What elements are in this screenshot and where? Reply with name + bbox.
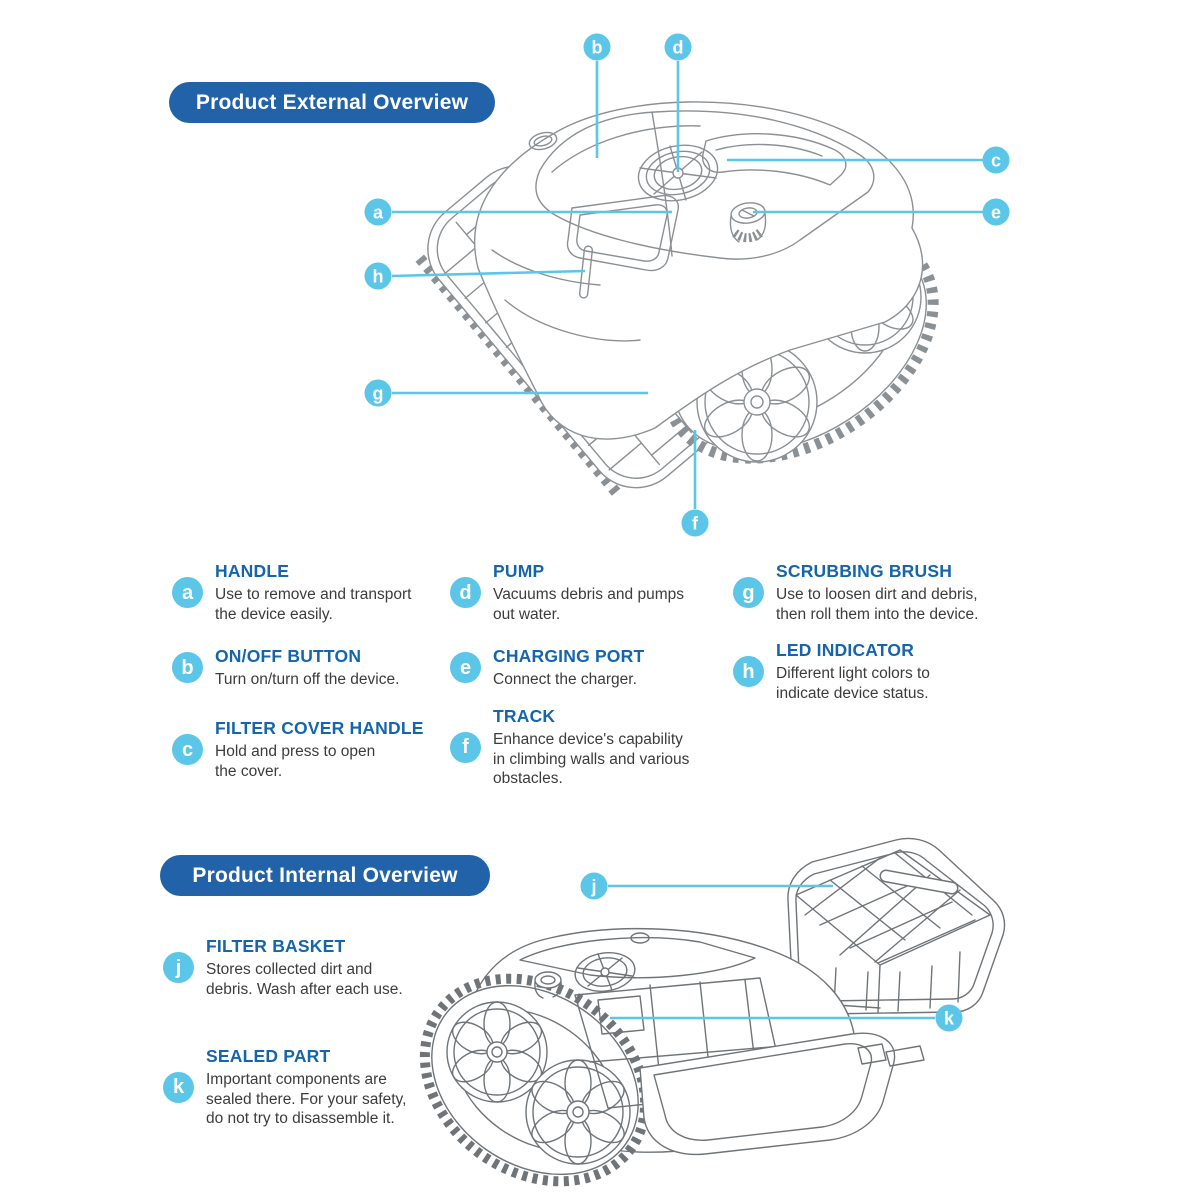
legend-desc-track: Enhance device's capability in climbing … [493, 731, 690, 787]
diagram-callout-e: e [982, 198, 1010, 226]
legend-title-pump: PUMP [493, 561, 545, 581]
legend-item-track: f TRACK Enhance device's capability in c… [450, 706, 689, 789]
legend-item-led-indicator: h LED INDICATOR Different light colors t… [733, 640, 930, 703]
internal-pump-impeller [574, 952, 636, 992]
on-off-button [528, 131, 558, 151]
diagram-callout-h: h [364, 262, 392, 290]
section-title-internal: Product Internal Overview [160, 855, 490, 896]
external-device-illustration [391, 61, 983, 509]
legend-badge-e: e [450, 652, 481, 684]
carry-handle-window [566, 194, 679, 272]
open-door-flap [639, 1032, 925, 1156]
legend-item-handle: a HANDLE Use to remove and transport the… [172, 561, 411, 624]
legend-badge-g: g [733, 577, 764, 608]
legend-desc-scrubbing-brush: Use to loosen dirt and debris, then roll… [776, 586, 979, 623]
legend-title-sealed-part: SEALED PART [206, 1046, 331, 1066]
diagram-callout-b: b [583, 33, 611, 61]
legend-item-sealed-part: k SEALED PART Important components are s… [163, 1046, 406, 1129]
legend-badge-h: h [733, 656, 764, 687]
legend-badge-f: f [450, 731, 481, 763]
legend-item-filter-cover-handle: c FILTER COVER HANDLE Hold and press to … [172, 718, 424, 781]
legend-item-pump: d PUMP Vacuums debris and pumps out wate… [450, 561, 684, 624]
internal-device-illustration [419, 837, 1006, 1187]
legend-badge-c: c [172, 734, 203, 765]
legend-title-track: TRACK [493, 706, 556, 726]
diagram-callout-j: j [580, 872, 608, 900]
legend-title-filter-basket: FILTER BASKET [206, 936, 346, 956]
legend-title-scrubbing-brush: SCRUBBING BRUSH [776, 561, 953, 581]
legend-title-filter-cover-handle: FILTER COVER HANDLE [215, 718, 424, 738]
legend-desc-pump: Vacuums debris and pumps out water. [493, 586, 684, 623]
legend-item-on-off-button: b ON/OFF BUTTON Turn on/turn off the dev… [172, 646, 399, 690]
diagram-callout-g: g [364, 379, 392, 407]
legend-badge-k: k [163, 1071, 194, 1103]
legend-desc-on-off-button: Turn on/turn off the device. [215, 671, 400, 688]
filter-basket-handle [879, 869, 959, 895]
legend-title-on-off-button: ON/OFF BUTTON [215, 646, 362, 666]
external-leader-lines [391, 61, 983, 509]
diagram-callout-a: a [364, 198, 392, 226]
legend-badge-a: a [172, 577, 203, 608]
diagram-callout-k: k [935, 1004, 963, 1032]
legend-badge-d: d [450, 577, 481, 608]
legend-item-filter-basket: j FILTER BASKET Stores collected dirt an… [163, 936, 403, 999]
legend-item-charging-port: e CHARGING PORT Connect the charger. [450, 646, 644, 690]
diagram-callout-f: f [681, 509, 709, 537]
legend-title-charging-port: CHARGING PORT [493, 646, 645, 666]
internal-wheel-rear [446, 1001, 548, 1103]
legend-desc-sealed-part: Important components are sealed there. F… [206, 1071, 407, 1127]
filter-cover-handle-bar [702, 133, 847, 186]
legend-desc-charging-port: Connect the charger. [493, 671, 637, 688]
diagram-callout-d: d [664, 33, 692, 61]
legend-desc-handle: Use to remove and transport the device e… [215, 586, 412, 623]
legend-badge-j: j [163, 952, 194, 983]
diagram-callout-c: c [982, 146, 1010, 174]
internal-wheel-front [525, 1059, 631, 1165]
legend-desc-led-indicator: Different light colors to indicate devic… [776, 665, 930, 702]
section-title-external: Product External Overview [169, 82, 495, 123]
legend-item-scrubbing-brush: g SCRUBBING BRUSH Use to loosen dirt and… [733, 561, 978, 624]
legend-desc-filter-basket: Stores collected dirt and debris. Wash a… [206, 961, 403, 998]
internal-device-body [419, 927, 925, 1187]
internal-knob [534, 971, 562, 999]
internal-leader-lines [608, 884, 935, 1020]
pump-impeller [637, 144, 719, 202]
sealed-part [597, 995, 645, 1035]
legend-title-handle: HANDLE [215, 561, 290, 581]
legend-desc-filter-cover-handle: Hold and press to open the cover. [215, 743, 376, 780]
legend-title-led-indicator: LED INDICATOR [776, 640, 915, 660]
legend-badge-b: b [172, 652, 203, 684]
